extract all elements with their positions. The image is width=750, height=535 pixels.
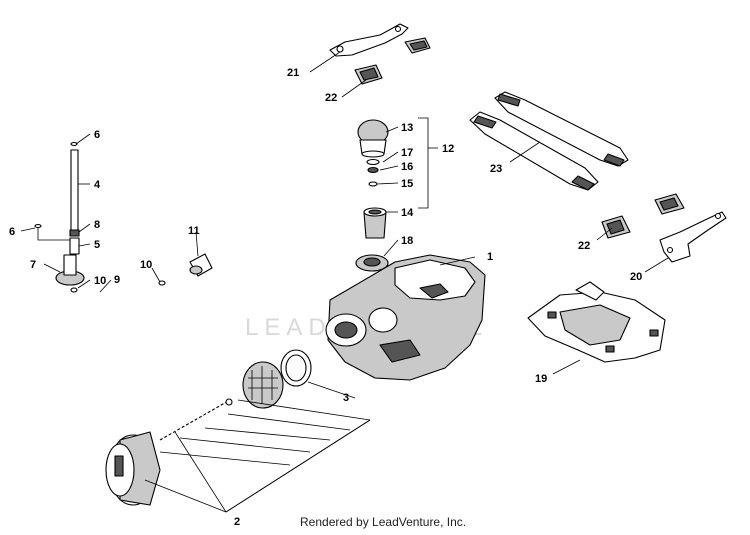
callout-17: 17	[401, 147, 413, 159]
part-14-neck	[363, 207, 387, 239]
part-23-strap	[469, 91, 629, 191]
callout-19: 19	[535, 373, 547, 385]
callout-18: 18	[401, 235, 413, 247]
callout-22-right: 22	[578, 240, 590, 252]
callout-22-upper: 22	[325, 92, 337, 104]
part-1-fuel-tank	[325, 254, 486, 381]
part-19-tray	[527, 281, 666, 363]
part-10-clamp-lower	[70, 287, 78, 293]
callouts: 21 22 1 3 2 13 17 16 15 14 12 18 23 22 2…	[9, 67, 642, 528]
part-5-fitting	[69, 237, 80, 255]
part-6-vent	[34, 223, 70, 241]
part-22-clip-right-b	[601, 215, 631, 239]
callout-5: 5	[94, 239, 100, 251]
part-6-cap-top	[70, 141, 78, 147]
part-13-cap	[357, 119, 389, 158]
callout-11: 11	[188, 225, 200, 237]
callout-23: 23	[490, 163, 502, 175]
part-16-washer	[367, 166, 379, 174]
callout-15: 15	[401, 178, 413, 190]
part-3-gasket	[280, 349, 312, 387]
part-21-bracket	[329, 23, 409, 57]
part-10-clamp-upper	[158, 280, 166, 286]
callout-21: 21	[287, 67, 299, 79]
credit-text: Rendered by LeadVenture, Inc.	[300, 515, 466, 529]
callout-8: 8	[94, 219, 100, 231]
callout-2: 2	[234, 516, 240, 528]
callout-4: 4	[94, 179, 101, 191]
part-7-filter-base	[55, 254, 85, 286]
part-20-bracket	[659, 211, 727, 263]
leader-lines	[20, 51, 669, 513]
part-2-tether	[159, 398, 233, 441]
part-8-grommet	[69, 229, 80, 237]
callout-1: 1	[487, 251, 493, 263]
part-2-screen	[242, 361, 284, 409]
callout-9: 9	[114, 274, 120, 286]
callout-14: 14	[401, 207, 414, 219]
callout-10-lower: 10	[94, 275, 106, 287]
part-22-clip-upper-a	[404, 37, 431, 54]
part-15-ring	[368, 181, 378, 187]
callout-3: 3	[343, 392, 349, 404]
callout-7: 7	[30, 259, 36, 271]
callout-6-top: 6	[94, 129, 100, 141]
callout-6-left: 6	[9, 226, 15, 238]
callout-12: 12	[442, 143, 454, 155]
callout-10-upper: 10	[140, 259, 152, 271]
callout-20: 20	[630, 271, 642, 283]
part-22-clip-right-a	[654, 193, 685, 215]
part-9-fuel-line	[70, 283, 162, 348]
callout-13: 13	[401, 122, 413, 134]
part-18-filler-neck	[355, 254, 389, 272]
part-11-connector	[189, 253, 213, 277]
part-4-pickup-tube	[70, 149, 79, 231]
part-22-clip-upper-b	[354, 64, 383, 85]
part-17-gasket	[366, 158, 380, 166]
callout-16: 16	[401, 161, 413, 173]
part-2-fuel-cap	[105, 431, 161, 506]
